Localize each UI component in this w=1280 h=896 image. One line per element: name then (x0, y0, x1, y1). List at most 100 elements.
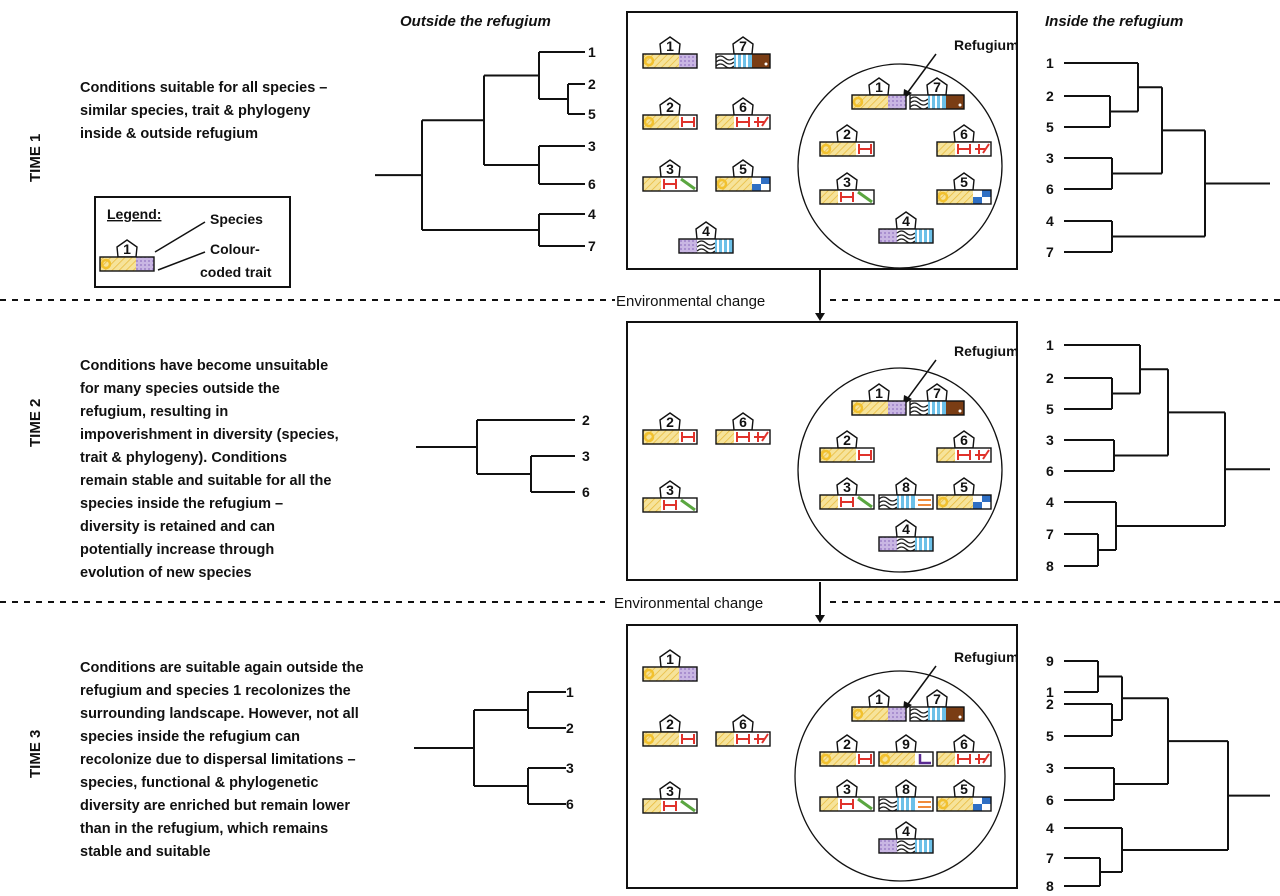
time-1-refugium-circle (797, 63, 1003, 269)
legend-trait-label-1: Colour- (210, 241, 260, 257)
species-number: 2 (843, 432, 851, 448)
species-number: 6 (960, 126, 968, 142)
time-3-refugium-species-9: 9 (878, 734, 934, 767)
t2-inside-tip-4: 4 (1046, 494, 1054, 510)
t3-outside-tip-1: 1 (566, 684, 574, 700)
time-1-refugium-species-6: 6 (936, 124, 992, 157)
time-1-outside-species-7: 7 (715, 36, 771, 69)
header-inside: Inside the refugium (1045, 13, 1183, 30)
species-number: 8 (902, 479, 910, 495)
species-number: 3 (843, 781, 851, 797)
t3-outside-tip-3: 3 (566, 760, 574, 776)
legend-trait-label-2: coded trait (200, 264, 272, 280)
time-1-refugium-pointer (907, 53, 937, 93)
time-3-outside-species-1: 1 (642, 649, 698, 682)
legend-species-label: Species (210, 211, 263, 227)
t2-inside-tip-8: 8 (1046, 558, 1054, 574)
legend-title: Legend: (107, 206, 161, 222)
species-number: 1 (875, 79, 883, 95)
legend-trait-pointer (157, 251, 206, 271)
time-2-landscape-box (626, 321, 1018, 581)
time-3-landscape-box (626, 624, 1018, 889)
time-3-refugium-species-8: 8 (878, 779, 934, 812)
species-number: 6 (739, 414, 747, 430)
time-1-outside-species-5: 5 (715, 159, 771, 192)
species-number: 5 (960, 174, 968, 190)
time-2-label: TIME 2 (27, 399, 44, 447)
t1-inside-tip-5: 5 (1046, 119, 1054, 135)
species-number: 8 (902, 781, 910, 797)
species-number: 3 (666, 783, 674, 799)
time-1-landscape-box (626, 11, 1018, 270)
time-1-refugium-species-5: 5 (936, 172, 992, 205)
species-number: 1 (875, 385, 883, 401)
species-number: 6 (960, 432, 968, 448)
time-3-refugium-species-6: 6 (936, 734, 992, 767)
species-number: 5 (960, 479, 968, 495)
time-3-refugium-species-7: 7 (909, 689, 965, 722)
species-number: 2 (666, 99, 674, 115)
time-3-refugium-species-2: 2 (819, 734, 875, 767)
t1-outside-tip-5: 5 (588, 106, 596, 122)
t3-inside-tip-1: 1 (1046, 684, 1054, 700)
env-arrow-2-head (815, 615, 825, 623)
time-2-refugium-pointer (907, 359, 937, 399)
species-number: 6 (739, 716, 747, 732)
time-1-outside-species-2: 2 (642, 97, 698, 130)
time-1-description: Conditions suitable for all species – si… (80, 80, 331, 142)
legend: Legend: Species Colour- coded trait 1 (94, 196, 291, 288)
t1-inside-tip-6: 6 (1046, 181, 1054, 197)
time-2-refugium-species-4: 4 (878, 519, 934, 552)
species-number: 2 (843, 736, 851, 752)
species-number: 9 (902, 736, 910, 752)
species-number: 1 (666, 38, 674, 54)
species-number: 6 (960, 736, 968, 752)
time-2-refugium-species-5: 5 (936, 477, 992, 510)
time-1-outside-species-1: 1 (642, 36, 698, 69)
species-number: 5 (960, 781, 968, 797)
t3-inside-tip-8: 8 (1046, 878, 1054, 894)
species-number: 1 (666, 651, 674, 667)
t1-inside-tip-7: 7 (1046, 244, 1054, 260)
t2-outside-tip-2: 2 (582, 412, 590, 428)
time-3-refugium-pointer (907, 665, 937, 705)
env-change-1: Environmental change (616, 293, 765, 310)
time-3-label: TIME 3 (27, 730, 44, 778)
species-number: 3 (666, 482, 674, 498)
species-number: 4 (902, 213, 910, 229)
t3-inside-tip-3: 3 (1046, 760, 1054, 776)
time-3-outside-species-3: 3 (642, 781, 698, 814)
species-number: 1 (875, 691, 883, 707)
time-3-outside-species-6: 6 (715, 714, 771, 747)
t1-outside-tip-2: 2 (588, 76, 596, 92)
t2-outside-tip-3: 3 (582, 448, 590, 464)
time-2-refugium-species-3: 3 (819, 477, 875, 510)
species-number: 7 (933, 691, 941, 707)
t3-inside-tip-5: 5 (1046, 728, 1054, 744)
time-2-refugium-label: Refugium (954, 343, 1019, 359)
species-number: 7 (933, 79, 941, 95)
t3-inside-tip-2: 2 (1046, 696, 1054, 712)
time-3-outside-species-2: 2 (642, 714, 698, 747)
time-2-refugium-circle (797, 367, 1003, 573)
time-1-refugium-label: Refugium (954, 37, 1019, 53)
time-2-outside-species-3: 3 (642, 480, 698, 513)
species-number: 4 (902, 521, 910, 537)
time-1-refugium-species-7: 7 (909, 77, 965, 110)
t3-outside-tip-2: 2 (566, 720, 574, 736)
t3-inside-tip-7: 7 (1046, 850, 1054, 866)
t2-inside-tip-1: 1 (1046, 337, 1054, 353)
time-1-refugium-species-4: 4 (878, 211, 934, 244)
time-3-refugium-circle (794, 670, 1006, 882)
legend-box (94, 196, 291, 288)
t2-inside-tip-2: 2 (1046, 370, 1054, 386)
species-number: 7 (933, 385, 941, 401)
legend-species-pointer (154, 221, 206, 253)
time-2-refugium-species-7: 7 (909, 383, 965, 416)
species-number: 6 (739, 99, 747, 115)
env-arrow-1-head (815, 313, 825, 321)
time-3-refugium-species-3: 3 (819, 779, 875, 812)
t1-inside-tip-3: 3 (1046, 150, 1054, 166)
